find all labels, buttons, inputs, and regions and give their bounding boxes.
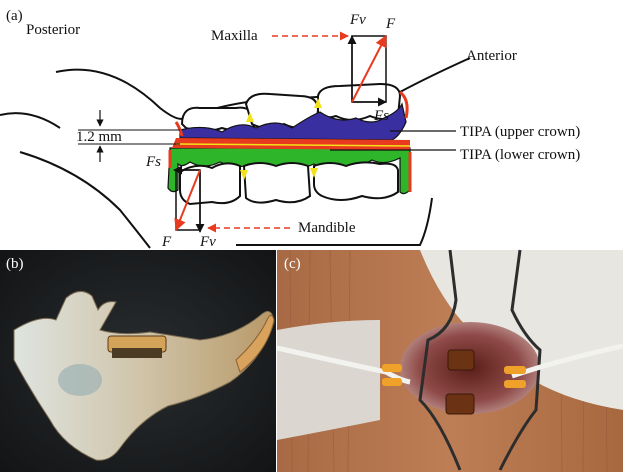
lower-teeth [180, 162, 398, 204]
panel-a: (a) Posterior Anterior Maxilla Mandible [0, 8, 580, 250]
maxilla-label: Maxilla [211, 28, 258, 44]
mandible-outline-back [0, 113, 60, 128]
lower-fs-label: Fs [145, 154, 161, 170]
measurement-indicator: 1.2 mm [76, 110, 180, 162]
lower-f-label: F [161, 234, 172, 250]
mandible-outline [20, 152, 150, 248]
lower-tooth-3 [314, 162, 398, 200]
clip-left [382, 364, 402, 372]
mandible-label: Mandible [298, 220, 356, 236]
panel-c-label: (c) [284, 256, 301, 272]
panel-c: (c) [277, 250, 623, 472]
lower-splint-photo [446, 394, 474, 414]
panel-b: (b) [0, 250, 276, 472]
upper-f-label: F [385, 16, 396, 32]
lower-fv-label: Fv [199, 234, 216, 250]
lower-tooth-2 [244, 163, 310, 203]
upper-splint-photo [448, 350, 474, 370]
panel-a-label: (a) [6, 8, 23, 24]
clip-right [504, 366, 526, 374]
anterior-label: Anterior [466, 48, 517, 64]
posterior-label: Posterior [26, 22, 80, 38]
panel-b-label: (b) [6, 256, 24, 272]
upper-fs-label: Fs [373, 108, 389, 124]
measurement-label: 1.2 mm [76, 129, 122, 145]
tipa-upper-label: TIPA (upper crown) [460, 124, 580, 140]
tipa-lower-label: TIPA (lower crown) [460, 147, 580, 163]
upper-fv-label: Fv [349, 12, 366, 28]
